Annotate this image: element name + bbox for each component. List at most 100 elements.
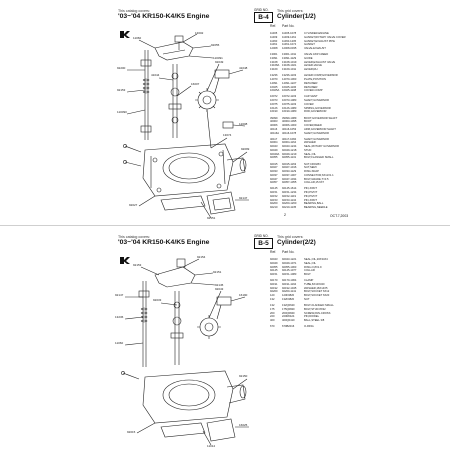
part-description: LEVER,EXHAUST VALVE (304, 60, 336, 64)
engine-title: '03~'04 KR150-K4/K5 Engine (118, 239, 210, 246)
part-number: 92055-1063 (282, 265, 297, 269)
part-description: COVER-COMP (304, 89, 323, 93)
part-description: BALL,STEEL 3/8 (304, 319, 325, 323)
part-number: 16190-1080 (282, 110, 297, 114)
ref-number: 92153 (270, 198, 278, 202)
part-number: 13091-1129 (282, 56, 297, 60)
ref-number: 92170 (270, 279, 278, 283)
page-header: This catalog covers: '03~'04 KR150-K4/K5… (118, 9, 258, 21)
ref-number: 92027 (270, 166, 278, 170)
part-number: 40116-1078 (282, 131, 297, 135)
ref-number: 132 (270, 297, 275, 301)
ref-number: 92037 (270, 173, 278, 177)
part-number: 92047-1034 (282, 177, 297, 181)
ref-number: 92015 (270, 162, 278, 166)
ref-number: 39099 (270, 116, 278, 120)
part-number: 92170-1064 (282, 279, 297, 283)
part-number: 400Q0410 (282, 319, 295, 323)
svg-text:13236: 13236 (115, 315, 124, 319)
part-description: CAP-VENT (304, 95, 318, 99)
svg-text:16025: 16025 (239, 423, 248, 427)
ref-number: 11061 (270, 43, 278, 47)
part-description: PIN,JOINT (304, 187, 317, 191)
ref-number: 14091 (270, 81, 278, 85)
grid-number-box: GRID NO. B-4 (254, 8, 273, 23)
svg-text:92015: 92015 (127, 430, 136, 434)
ref-number: 92049A (270, 152, 280, 156)
svg-text:92043: 92043 (215, 287, 224, 291)
part-number: 92049-1219 (282, 152, 297, 156)
part-number: 40117-1084 (282, 137, 297, 141)
ref-number: 92033 (270, 170, 278, 174)
catalog-covers-label: This catalog covers: (118, 235, 150, 239)
part-description: RETAINER (304, 81, 318, 85)
part-description: PIN,JOINT (304, 198, 317, 202)
grid-number-label: GRID NO. (254, 234, 269, 238)
part-number: 92033-1129 (282, 170, 297, 174)
ref-number: 92057 (270, 181, 278, 185)
part-description: SEAL,ROTARY GOVERNOR (304, 145, 339, 149)
part-description: O-RING (304, 325, 314, 329)
grid-number-code: B-4 (254, 12, 273, 23)
part-number: 14070-1063 (282, 78, 297, 82)
ref-number: 92152 (270, 194, 278, 198)
page-divider (0, 225, 450, 226)
ref-number: 92055 (270, 156, 278, 160)
part-description: RETAINER (304, 85, 318, 89)
ref-number: 13001 (270, 53, 278, 57)
part-number: 132Q0620 (282, 304, 295, 308)
ref-number: 16190 (270, 110, 278, 114)
part-number: 92015-1163 (282, 162, 297, 166)
part-number: 92057-1055 (282, 181, 297, 185)
part-description: ARM,GOVERNOR SHAFT (304, 127, 336, 131)
cylinder-exploded-view: 11060 13002 92055 110091 92200 92153 110… (117, 31, 250, 220)
part-number: 92145-1077 (282, 269, 297, 273)
part-description: PIN,PIVOT (304, 194, 318, 198)
kawasaki-logo-icon (120, 31, 130, 38)
part-number: 16025-1108 (282, 89, 297, 93)
svg-text:92055: 92055 (211, 43, 220, 47)
exploded-parts-diagram: 11060 13002 92055 110091 92200 92153 110… (115, 30, 255, 220)
ref-number: 13168A (270, 64, 280, 68)
part-number: 92004-1164 (282, 141, 297, 145)
engine-title: '03~'04 KR150-K4/K5 Engine (118, 13, 210, 20)
svg-text:92049: 92049 (215, 60, 224, 64)
grid-number-box: GRID NO. B-5 (254, 234, 273, 249)
ref-number: 92004 (270, 141, 278, 145)
part-number: 16126-1083 (282, 106, 297, 110)
part-number: 39099-1089 (282, 116, 297, 120)
ref-number: 92043 (270, 258, 278, 261)
ref-number: 92210 (270, 206, 278, 210)
ref-number: 40003 (270, 120, 278, 124)
ref-number: 92151 (270, 191, 278, 195)
part-number: 92037-1007 (282, 173, 297, 177)
ref-number: 40116A (270, 131, 280, 135)
part-description: BOOT,GOVERNOR SHAFT (304, 116, 338, 120)
svg-text:92151: 92151 (207, 216, 216, 220)
part-description: CYLINDER-ENGINE (304, 32, 329, 35)
part-description: COLLAR (304, 269, 315, 273)
